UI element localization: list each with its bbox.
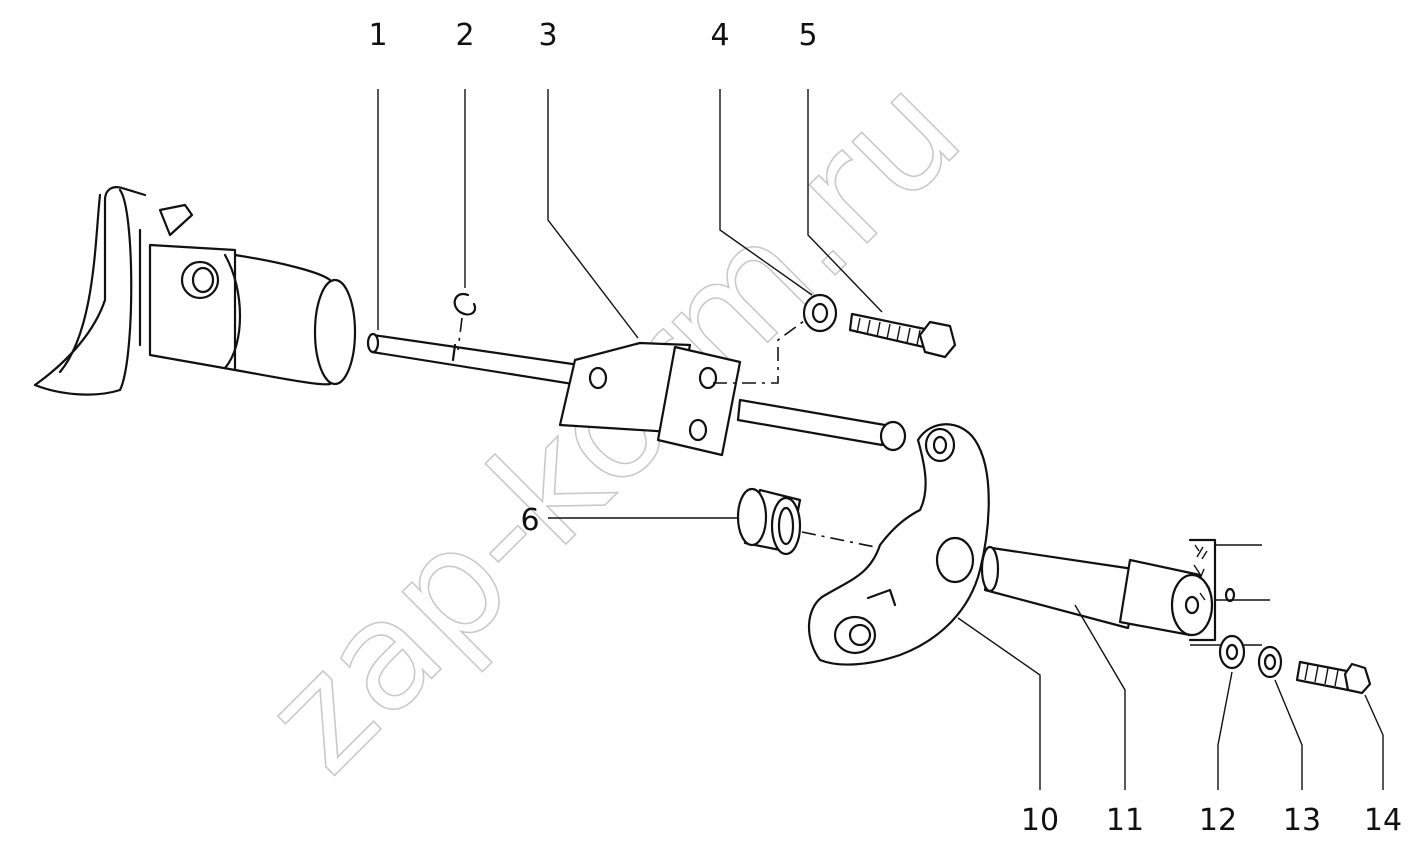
callout-12: 12 [1199, 803, 1237, 838]
callout-1: 1 [368, 18, 387, 53]
callout-13: 13 [1283, 803, 1321, 838]
part-11-shaft [980, 545, 1214, 790]
mounting-plate [1188, 538, 1270, 646]
callout-3: 3 [538, 18, 557, 53]
part-4-washer [713, 89, 838, 384]
part-10-lever [807, 423, 1041, 790]
callout-4: 4 [710, 18, 729, 53]
callout-10: 10 [1021, 803, 1059, 838]
part-6-bushing [548, 487, 881, 556]
long-bolt [736, 398, 907, 452]
housing-part [33, 186, 357, 396]
part-14-bolt [1295, 660, 1384, 790]
callout-11: 11 [1106, 803, 1144, 838]
part-12-washer [1217, 634, 1246, 790]
callout-6: 6 [520, 503, 539, 538]
part-1-pin [366, 89, 602, 390]
part-5-bolt [807, 89, 957, 359]
callout-2: 2 [455, 18, 474, 53]
callout-5: 5 [798, 18, 817, 53]
part-2-clip [453, 89, 477, 351]
part-13-lock-washer [1257, 645, 1303, 790]
part-3-block [547, 89, 742, 457]
callout-14: 14 [1364, 803, 1402, 838]
